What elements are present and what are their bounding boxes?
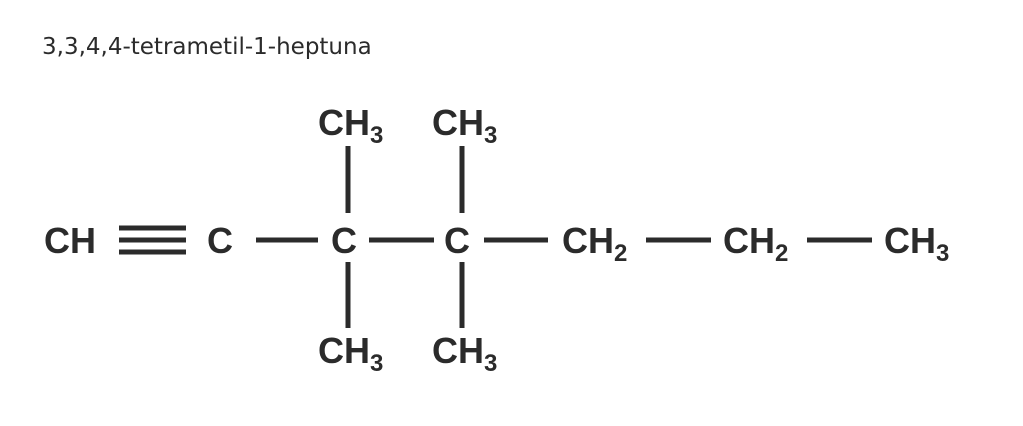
substituent-methyl-c3-top: CH3 [318, 102, 383, 149]
atom-c6: CH2 [723, 220, 788, 267]
atom-c2: C [207, 220, 233, 261]
compound-name: 3,3,4,4-tetrametil-1-heptuna [42, 34, 372, 60]
substituent-methyl-c4-top: CH3 [432, 102, 497, 149]
atom-c7: CH3 [884, 220, 949, 267]
atom-c1: CH [44, 220, 96, 261]
substituent-methyl-c3-bottom: CH3 [318, 330, 383, 377]
substituent-methyl-c4-bottom: CH3 [432, 330, 497, 377]
atom-c5: CH2 [562, 220, 627, 267]
triple-bond-c1-c2 [119, 225, 186, 255]
atom-c4: C [444, 220, 470, 261]
atom-c3: C [331, 220, 357, 261]
